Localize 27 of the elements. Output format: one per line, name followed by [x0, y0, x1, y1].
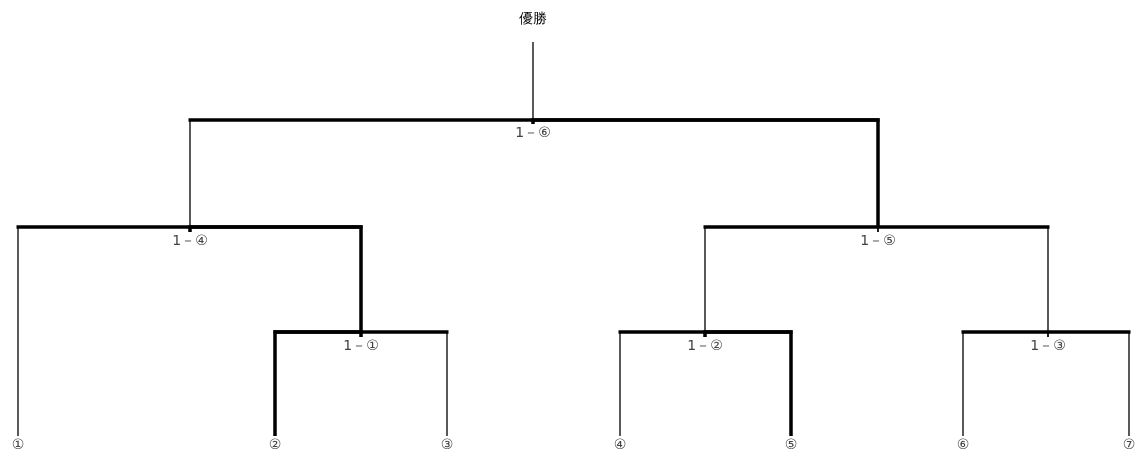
- bracket-line: [962, 331, 1049, 437]
- bracket-line: [273, 330, 363, 436]
- match-label: 1－④: [172, 232, 208, 248]
- bracket-line: [532, 41, 534, 121]
- match-label: 1－⑥: [515, 124, 551, 140]
- bracket-line: [189, 119, 534, 228]
- match-label: 1－③: [1030, 337, 1066, 353]
- entrant-number: ②: [268, 436, 282, 452]
- bracket-line: [703, 330, 793, 436]
- bracket-line: [17, 226, 191, 437]
- match-label: 1－①: [343, 337, 379, 353]
- bracket-line: [531, 118, 880, 227]
- winner-label: 優勝: [519, 10, 547, 26]
- bracket-line: [360, 331, 448, 437]
- bracket-line: [704, 226, 879, 333]
- entrant-number: ④: [613, 436, 627, 452]
- entrant-number: ③: [440, 436, 454, 452]
- entrant-number: ①: [11, 436, 25, 452]
- entrant-number: ⑤: [784, 436, 798, 452]
- bracket-line: [188, 225, 363, 332]
- bracket-line: [619, 331, 706, 437]
- match-label: 1－⑤: [860, 232, 896, 248]
- entrant-number: ⑥: [956, 436, 970, 452]
- entrant-number: ⑦: [1122, 436, 1136, 452]
- bracket-line: [1047, 331, 1130, 437]
- match-label: 1－②: [687, 337, 723, 353]
- bracket-line: [877, 226, 1049, 333]
